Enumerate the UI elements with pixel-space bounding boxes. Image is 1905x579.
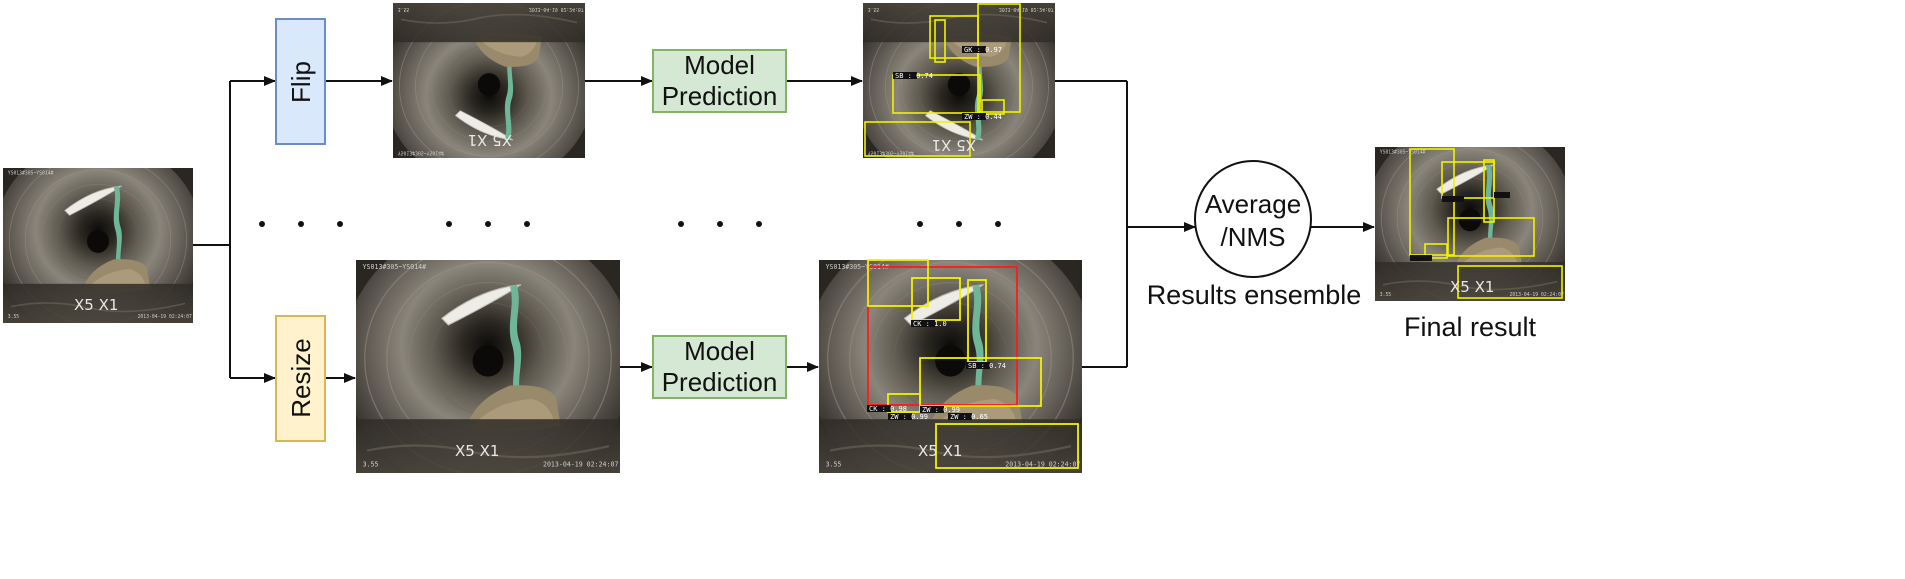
detection-boxes-top <box>864 3 1021 157</box>
model-prediction-bottom: Model Prediction <box>652 335 787 399</box>
final-image: X5 X1 <box>1375 147 1565 301</box>
flip-label: Flip <box>286 61 316 103</box>
det-tag-top-1: GK : 0.97 <box>964 46 1002 54</box>
prediction-image-bottom: CK : 1.0 SB : 0.74 CK : 0.98 ZW : 0.99 Z… <box>819 259 1082 473</box>
resized-image-osd: X5 X1 <box>455 442 499 460</box>
det-tag-bottom-1: CK : 1.0 <box>913 320 947 328</box>
det-tag-bottom-3: CK : 0.98 <box>869 405 907 413</box>
det-tag-top-2: SB : 0.74 <box>895 72 933 80</box>
det-tag-bottom-6: ZW : 0.65 <box>950 413 988 421</box>
flip-box: Flip <box>275 18 326 145</box>
model-prediction-bottom-line2: Prediction <box>662 367 778 397</box>
prediction-image-top: GK : 0.97 SB : 0.74 ZW : 0.44 X5 X1 <box>853 0 1064 186</box>
model-prediction-top-line2: Prediction <box>662 81 778 111</box>
flipped-image: X5 X1 <box>383 0 594 186</box>
final-image-osd: X5 X1 <box>1450 278 1494 296</box>
model-prediction-top-line1: Model <box>684 50 755 80</box>
ensemble-line2: /NMS <box>1221 222 1286 252</box>
det-tag-top-3: ZW : 0.44 <box>964 113 1002 121</box>
input-image: X5 X1 <box>3 168 193 323</box>
det-tag-bottom-4: ZW : 0.99 <box>922 406 960 414</box>
flipped-image-osd: X5 X1 <box>468 131 512 149</box>
ellipsis-row <box>259 221 1001 227</box>
prediction-top-osd: X5 X1 <box>932 136 976 154</box>
det-tag-bottom-2: SB : 0.74 <box>968 362 1006 370</box>
model-prediction-top: Model Prediction <box>652 49 787 113</box>
ensemble-caption: Results ensemble <box>1147 280 1362 310</box>
final-caption: Final result <box>1404 312 1537 342</box>
ensemble-circle: Average /NMS <box>1194 160 1312 278</box>
det-tag-bottom-5: ZW : 0.99 <box>890 413 928 421</box>
input-image-osd: X5 X1 <box>74 296 118 314</box>
resize-label: Resize <box>286 338 316 417</box>
resized-image: X5 X1 <box>356 260 620 473</box>
resize-box: Resize <box>275 315 326 442</box>
connector-lines <box>193 76 1375 383</box>
prediction-bottom-osd: X5 X1 <box>918 442 962 460</box>
model-prediction-bottom-line1: Model <box>684 336 755 366</box>
ensemble-line1: Average <box>1205 189 1301 219</box>
